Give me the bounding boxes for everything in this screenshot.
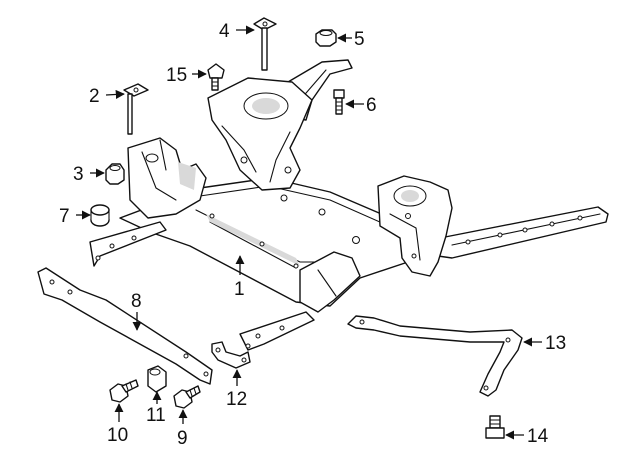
callout-9: 9 xyxy=(177,428,188,449)
leader-lines xyxy=(76,25,542,440)
bracket-part-12[interactable] xyxy=(211,341,251,369)
bolt-part-6[interactable] xyxy=(333,89,345,115)
nut-part-5[interactable] xyxy=(315,29,337,47)
callout-3: 3 xyxy=(73,164,84,185)
callout-11: 11 xyxy=(146,405,166,426)
bolt-part-10[interactable] xyxy=(109,379,139,403)
callout-13: 13 xyxy=(545,333,566,354)
subframe-part-1[interactable] xyxy=(89,59,609,351)
callout-14: 14 xyxy=(527,426,549,447)
callout-12: 12 xyxy=(226,389,247,410)
callout-10: 10 xyxy=(107,425,128,446)
callout-4: 4 xyxy=(219,21,230,42)
bolt-part-2[interactable] xyxy=(123,83,149,135)
bolt-part-14[interactable] xyxy=(485,415,505,439)
shield-part-13[interactable] xyxy=(347,315,523,397)
brace-part-8[interactable] xyxy=(37,267,213,385)
bolt-part-9[interactable] xyxy=(173,385,201,409)
callout-15: 15 xyxy=(166,65,187,86)
bushing-part-7[interactable] xyxy=(90,204,110,227)
bushing-part-11[interactable] xyxy=(147,365,167,393)
callout-2: 2 xyxy=(89,86,100,107)
callout-labels: 1 2 3 4 5 6 7 8 9 10 11 12 13 14 15 xyxy=(59,21,566,449)
leader-2 xyxy=(105,89,125,99)
callout-6: 6 xyxy=(366,95,377,116)
callout-1: 1 xyxy=(234,279,245,300)
bolt-part-15[interactable] xyxy=(207,63,225,91)
nut-part-3[interactable] xyxy=(105,163,125,185)
callout-8: 8 xyxy=(131,291,142,312)
callout-5: 5 xyxy=(354,29,365,50)
bolt-part-4[interactable] xyxy=(253,17,277,71)
callout-7: 7 xyxy=(59,206,70,227)
